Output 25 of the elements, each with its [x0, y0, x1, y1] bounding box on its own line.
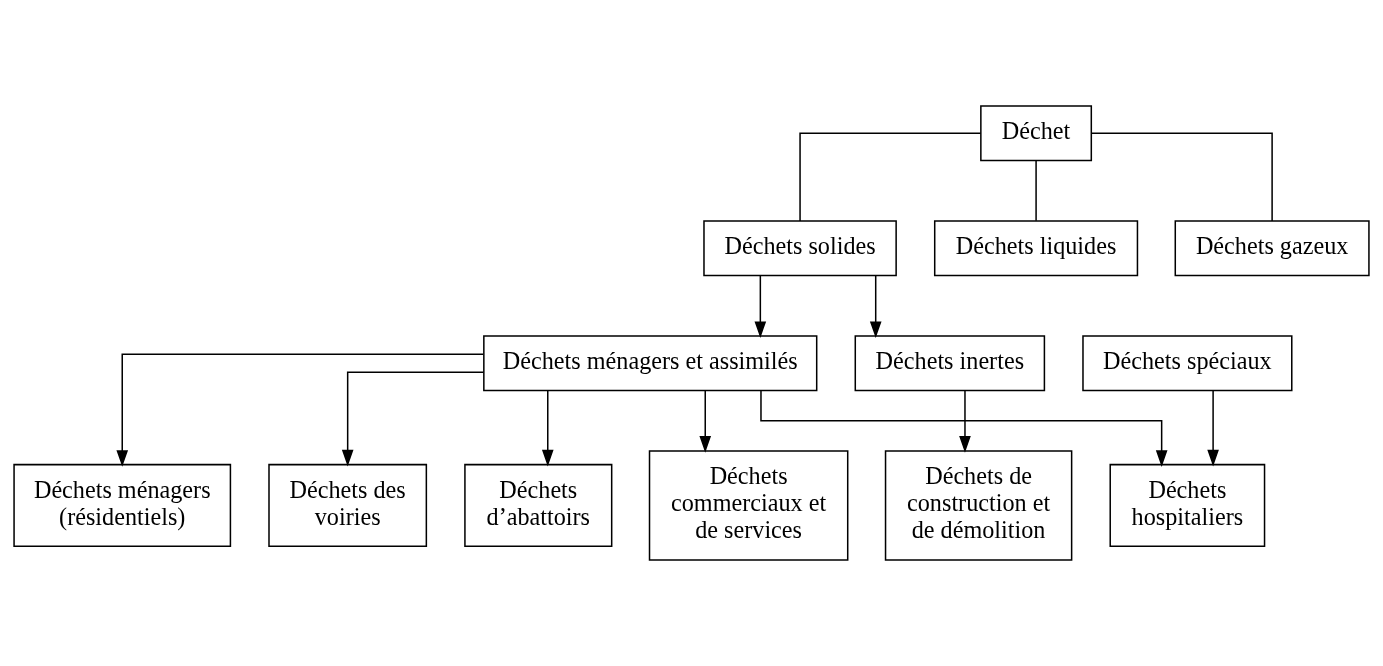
arrow [869, 274, 882, 339]
connector [1035, 159, 1037, 222]
arrow [699, 389, 712, 453]
connector [1090, 132, 1273, 222]
node-box: Déchets inertes [854, 335, 1046, 392]
arrow [959, 389, 971, 453]
node-box: Déchets ménagers (résidentiels) [13, 463, 232, 548]
node-box: Déchets des voiries [268, 463, 428, 548]
arrow [754, 274, 767, 339]
node-box: Déchets liquides [933, 220, 1139, 277]
node-box: Déchets gazeux [1174, 220, 1370, 277]
arrow [760, 389, 1168, 467]
node-box: Déchets d’abattoirs [464, 463, 613, 548]
arrow [116, 353, 484, 467]
node-box: Déchets spéciaux [1082, 335, 1293, 392]
node-box: Déchets ménagers et assimilés [483, 335, 818, 392]
node-box: Déchet [980, 105, 1093, 162]
node-box: Déchets de construction et de démolition [884, 450, 1073, 561]
connector [799, 132, 982, 222]
arrow [341, 371, 485, 467]
arrow [541, 389, 554, 467]
node-box: Déchets hospitaliers [1109, 463, 1266, 548]
node-box: Déchets commerciaux et de services [648, 450, 849, 561]
node-box: Déchets solides [703, 220, 897, 277]
arrow [1207, 389, 1219, 467]
